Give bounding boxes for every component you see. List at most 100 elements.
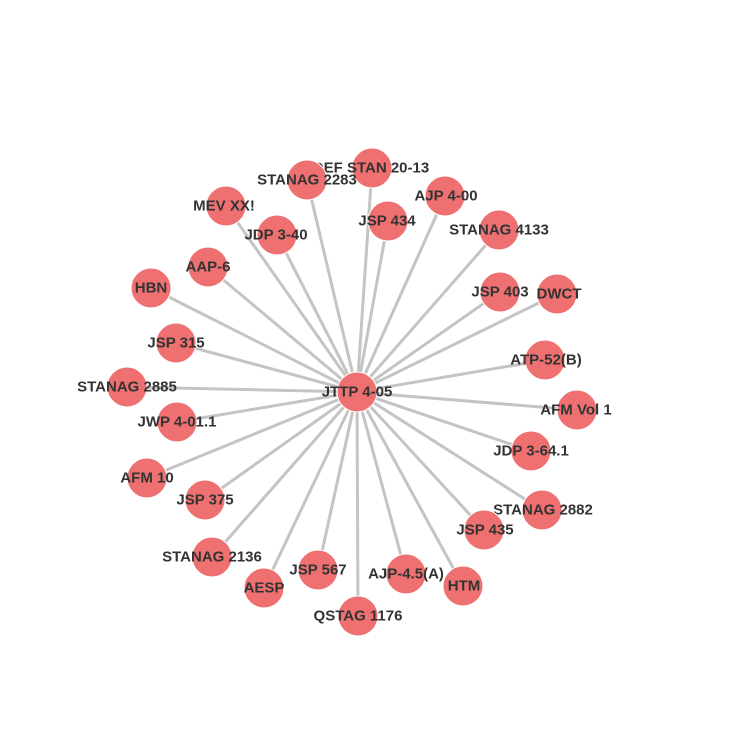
node-circle[interactable] [367,200,409,242]
edge-stanag-2283 [305,179,359,393]
node-circle[interactable] [205,185,247,227]
node-label: AJP 4-00 [414,188,477,205]
node-label: ATP-52(B) [510,352,581,369]
node-circle[interactable] [385,553,427,595]
node-jsp-375[interactable]: JSP 375 [176,479,234,521]
node-label: AESP [244,580,285,597]
node-jsp-434[interactable]: JSP 434 [358,200,416,242]
node-jttp-4-05[interactable]: JTTP 4-05 [322,371,393,413]
node-circle[interactable] [479,271,521,313]
node-label: JSP 435 [456,522,513,539]
node-label: JSP 434 [358,213,416,230]
edge-afm-vol-1 [356,390,578,412]
edge-jsp-434 [355,220,390,393]
node-label: STANAG 2882 [493,502,593,519]
node-circle[interactable] [156,401,198,443]
node-circle[interactable] [126,457,168,499]
node-qstag-1176[interactable]: QSTAG 1176 [314,595,403,637]
node-label: AFM 10 [120,470,173,487]
node-jwp-4-01-1[interactable]: JWP 4-01.1 [138,401,217,443]
node-circle[interactable] [424,175,466,217]
node-circle[interactable] [524,339,566,381]
node-circle[interactable] [155,322,197,364]
node-label: JSP 403 [471,284,528,301]
edge-jdp-3-64-1 [356,390,532,453]
node-label: HBN [135,280,168,297]
edge-jsp-567 [316,391,359,571]
node-htm[interactable]: HTM [442,565,484,607]
node-aesp[interactable]: AESP [243,567,285,609]
node-circle[interactable] [184,479,226,521]
node-label: STANAG 2283 [257,172,357,189]
node-dwct[interactable]: DWCT [536,273,582,315]
node-hbn[interactable]: HBN [130,267,172,309]
node-circle[interactable] [337,595,379,637]
node-circle[interactable] [478,209,520,251]
node-label: JSP 567 [289,562,346,579]
edge-ajp-4-5-a [355,391,408,575]
node-circle[interactable] [187,246,229,288]
node-mev-xx[interactable]: MEV XX! [193,185,255,227]
node-circle[interactable] [521,489,563,531]
node-label: AJP-4.5(A) [368,566,444,583]
node-circle[interactable] [191,536,233,578]
node-jsp-315[interactable]: JSP 315 [147,322,205,364]
node-jdp-3-64-1[interactable]: JDP 3-64.1 [493,430,569,472]
node-label: DEF STAN 20-13 [313,160,429,177]
edges-layer [126,167,578,617]
node-afm-vol-1[interactable]: AFM Vol 1 [540,389,612,431]
node-circle[interactable] [106,366,148,408]
node-circle[interactable] [463,509,505,551]
node-circle[interactable] [297,549,339,591]
edge-stanag-2882 [356,390,543,512]
edge-stanag-4133 [355,229,501,393]
node-circle[interactable] [510,430,552,472]
node-jsp-435[interactable]: JSP 435 [456,509,514,551]
node-stanag-2283[interactable]: STANAG 2283 [257,159,357,201]
node-stanag-2885[interactable]: STANAG 2885 [77,366,177,408]
edge-jsp-375 [204,390,358,502]
node-jdp-3-40[interactable]: JDP 3-40 [244,214,308,256]
node-circle[interactable] [130,267,172,309]
node-label: STANAG 2136 [162,549,262,566]
node-aap-6[interactable]: AAP-6 [185,246,231,288]
node-circle[interactable] [536,273,578,315]
node-stanag-2136[interactable]: STANAG 2136 [162,536,262,578]
node-label: HTM [448,578,481,595]
node-label: QSTAG 1176 [314,608,403,625]
node-circle[interactable] [243,567,285,609]
edge-jsp-403 [356,290,501,394]
node-circle[interactable] [351,147,393,189]
edge-hbn [150,286,358,394]
node-circle[interactable] [286,159,328,201]
node-circle[interactable] [256,214,298,256]
node-label: AFM Vol 1 [540,402,611,419]
node-jsp-567[interactable]: JSP 567 [289,549,347,591]
node-circle[interactable] [442,565,484,607]
node-def-stan-20-13[interactable]: DEF STAN 20-13 [313,147,429,189]
node-label: JSP 315 [147,335,204,352]
node-label: JDP 3-64.1 [493,443,569,460]
node-afm-10[interactable]: AFM 10 [120,457,174,499]
node-atp-52-b[interactable]: ATP-52(B) [510,339,582,381]
node-ajp-4-5-a[interactable]: AJP-4.5(A) [368,553,444,595]
node-jsp-403[interactable]: JSP 403 [471,271,529,313]
node-stanag-2882[interactable]: STANAG 2882 [493,489,593,531]
edge-afm-10 [146,390,358,480]
edge-atp-52-b [356,358,546,394]
edge-aesp [262,391,359,589]
node-label: AAP-6 [185,259,230,276]
node-ajp-4-00[interactable]: AJP 4-00 [414,175,478,217]
edge-dwct [356,292,558,394]
edge-ajp-4-00 [355,195,447,393]
edge-jsp-435 [355,390,486,532]
edge-jsp-315 [175,341,358,394]
node-circle[interactable] [336,371,378,413]
node-circle[interactable] [556,389,598,431]
edge-jdp-3-40 [275,234,359,393]
node-stanag-4133[interactable]: STANAG 4133 [449,209,549,251]
node-label: JSP 375 [176,492,233,509]
node-label: DWCT [537,286,582,303]
node-label: JDP 3-40 [244,227,307,244]
edge-stanag-2885 [126,385,358,394]
